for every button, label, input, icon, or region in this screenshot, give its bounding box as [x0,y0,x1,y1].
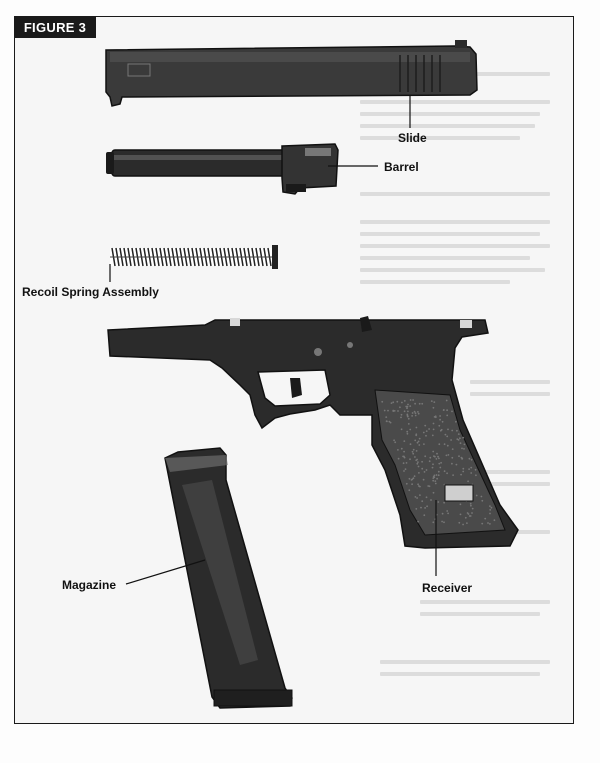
receiver-part [107,316,519,549]
label-receiver: Receiver [422,581,473,595]
magazine-part [164,447,293,709]
barrel-part [106,143,339,195]
leader-lines [109,96,437,585]
figure-tag-label: FIGURE 3 [23,19,87,35]
label-barrel: Barrel [384,160,419,174]
magazine-leader [125,559,206,585]
label-recoil-spring-assembly: Recoil Spring Assembly [22,285,159,299]
slide-part [105,40,478,107]
label-slide: Slide [398,131,427,145]
label-magazine: Magazine [62,578,117,592]
recoil-spring-part [110,245,278,269]
figure-tag: FIGURE 3 [14,16,96,38]
